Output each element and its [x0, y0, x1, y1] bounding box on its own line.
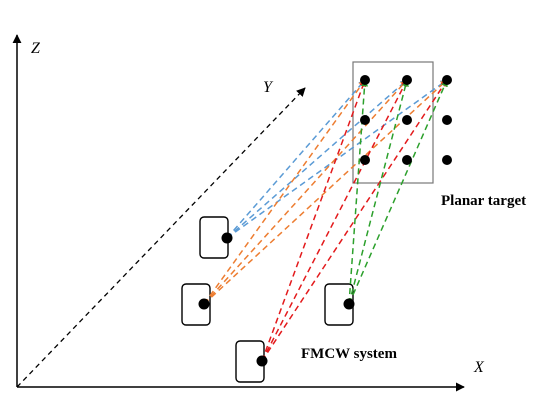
target-point — [402, 115, 412, 125]
fmcw-system-label: FMCW system — [301, 346, 397, 362]
device-points — [198, 232, 355, 367]
green-rays — [348, 79, 448, 305]
target-point — [360, 155, 370, 165]
device-point — [198, 298, 210, 310]
green-ray — [348, 79, 369, 305]
target-point — [360, 115, 370, 125]
device-point — [256, 355, 268, 367]
x-axis-label: X — [473, 359, 485, 376]
orange-ray — [203, 79, 366, 305]
target-point — [442, 115, 452, 125]
target-point — [360, 75, 370, 85]
y-axis-label: Y — [263, 79, 274, 96]
orange-ray — [203, 79, 448, 305]
planar-target-box — [352, 61, 434, 184]
green-ray — [348, 79, 448, 305]
blue-rays — [226, 79, 448, 239]
target-point — [402, 75, 412, 85]
target-point — [442, 75, 452, 85]
orange-rays — [203, 79, 448, 305]
device-2-box — [181, 283, 211, 326]
green-ray — [348, 79, 409, 305]
blue-ray — [226, 79, 366, 239]
target-point — [442, 155, 452, 165]
red-rays — [261, 79, 448, 362]
y-axis — [16, 87, 306, 388]
blue-ray — [226, 79, 448, 239]
red-ray — [261, 79, 408, 362]
planar-target-label: Planar target — [441, 193, 526, 209]
z-axis-label: Z — [31, 40, 41, 57]
device-point — [221, 232, 233, 244]
target-point — [402, 155, 412, 165]
target-points — [360, 75, 452, 165]
blue-ray — [226, 79, 408, 239]
device-point — [343, 298, 355, 310]
orange-ray — [203, 79, 408, 305]
red-ray — [261, 79, 448, 362]
